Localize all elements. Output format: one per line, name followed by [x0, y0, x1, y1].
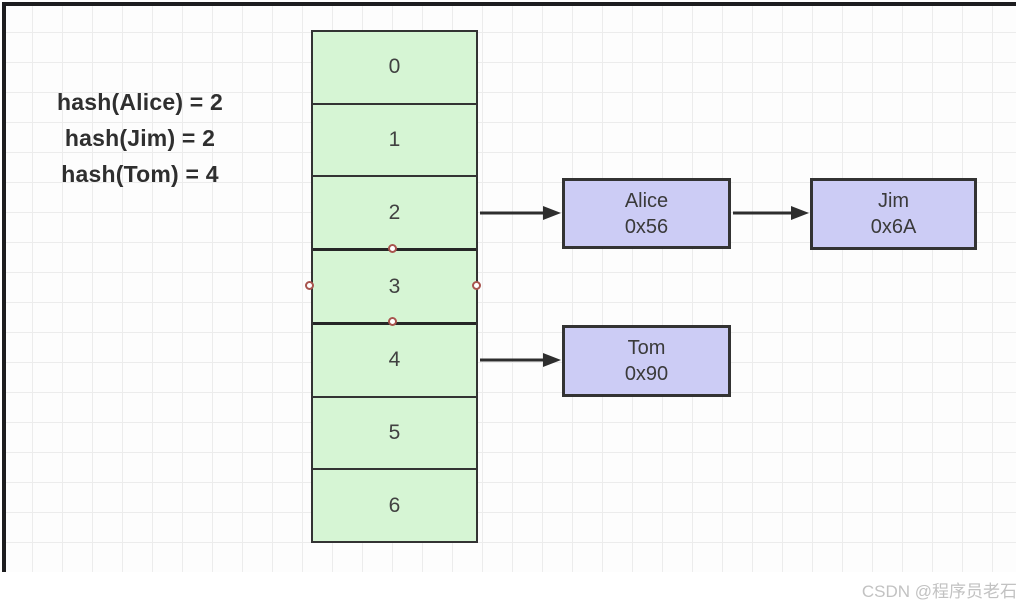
selection-handle-right[interactable] — [472, 281, 481, 290]
node-alice-address: 0x56 — [624, 215, 669, 238]
hash-bucket-array: 0 1 2 3 4 5 6 — [311, 30, 478, 543]
hash-annotations[interactable]: hash(Alice) = 2 hash(Jim) = 2 hash(Tom) … — [24, 84, 256, 192]
node-tom-address: 0x90 — [624, 363, 669, 385]
node-jim[interactable]: Jim 0x6A — [810, 178, 977, 250]
node-alice-name: Alice — [624, 189, 669, 212]
hash-line-tom: hash(Tom) = 4 — [61, 161, 219, 187]
grid-canvas — [6, 6, 1016, 572]
csdn-watermark: CSDN @程序员老石 — [861, 582, 1017, 601]
selection-handle-left[interactable] — [305, 281, 314, 290]
bucket-1[interactable]: 1 — [313, 102, 476, 176]
node-jim-name: Jim — [877, 190, 910, 212]
bucket-5[interactable]: 5 — [313, 395, 476, 469]
bucket-3-selected[interactable]: 3 — [313, 248, 476, 322]
canvas-frame-left — [2, 2, 6, 572]
selection-handle-top[interactable] — [388, 244, 397, 253]
selection-handle-bottom[interactable] — [388, 317, 397, 326]
node-tom-name: Tom — [627, 337, 666, 359]
bucket-2[interactable]: 2 — [313, 175, 476, 249]
node-alice[interactable]: Alice 0x56 — [562, 178, 731, 249]
node-tom[interactable]: Tom 0x90 — [562, 325, 731, 397]
bucket-6[interactable]: 6 — [313, 468, 476, 542]
bucket-4[interactable]: 4 — [313, 321, 476, 396]
bucket-0[interactable]: 0 — [313, 32, 476, 103]
hash-line-jim: hash(Jim) = 2 — [64, 125, 216, 151]
canvas-frame-top — [2, 2, 1016, 6]
hash-line-alice: hash(Alice) = 2 — [57, 89, 223, 115]
node-jim-address: 0x6A — [870, 216, 917, 238]
